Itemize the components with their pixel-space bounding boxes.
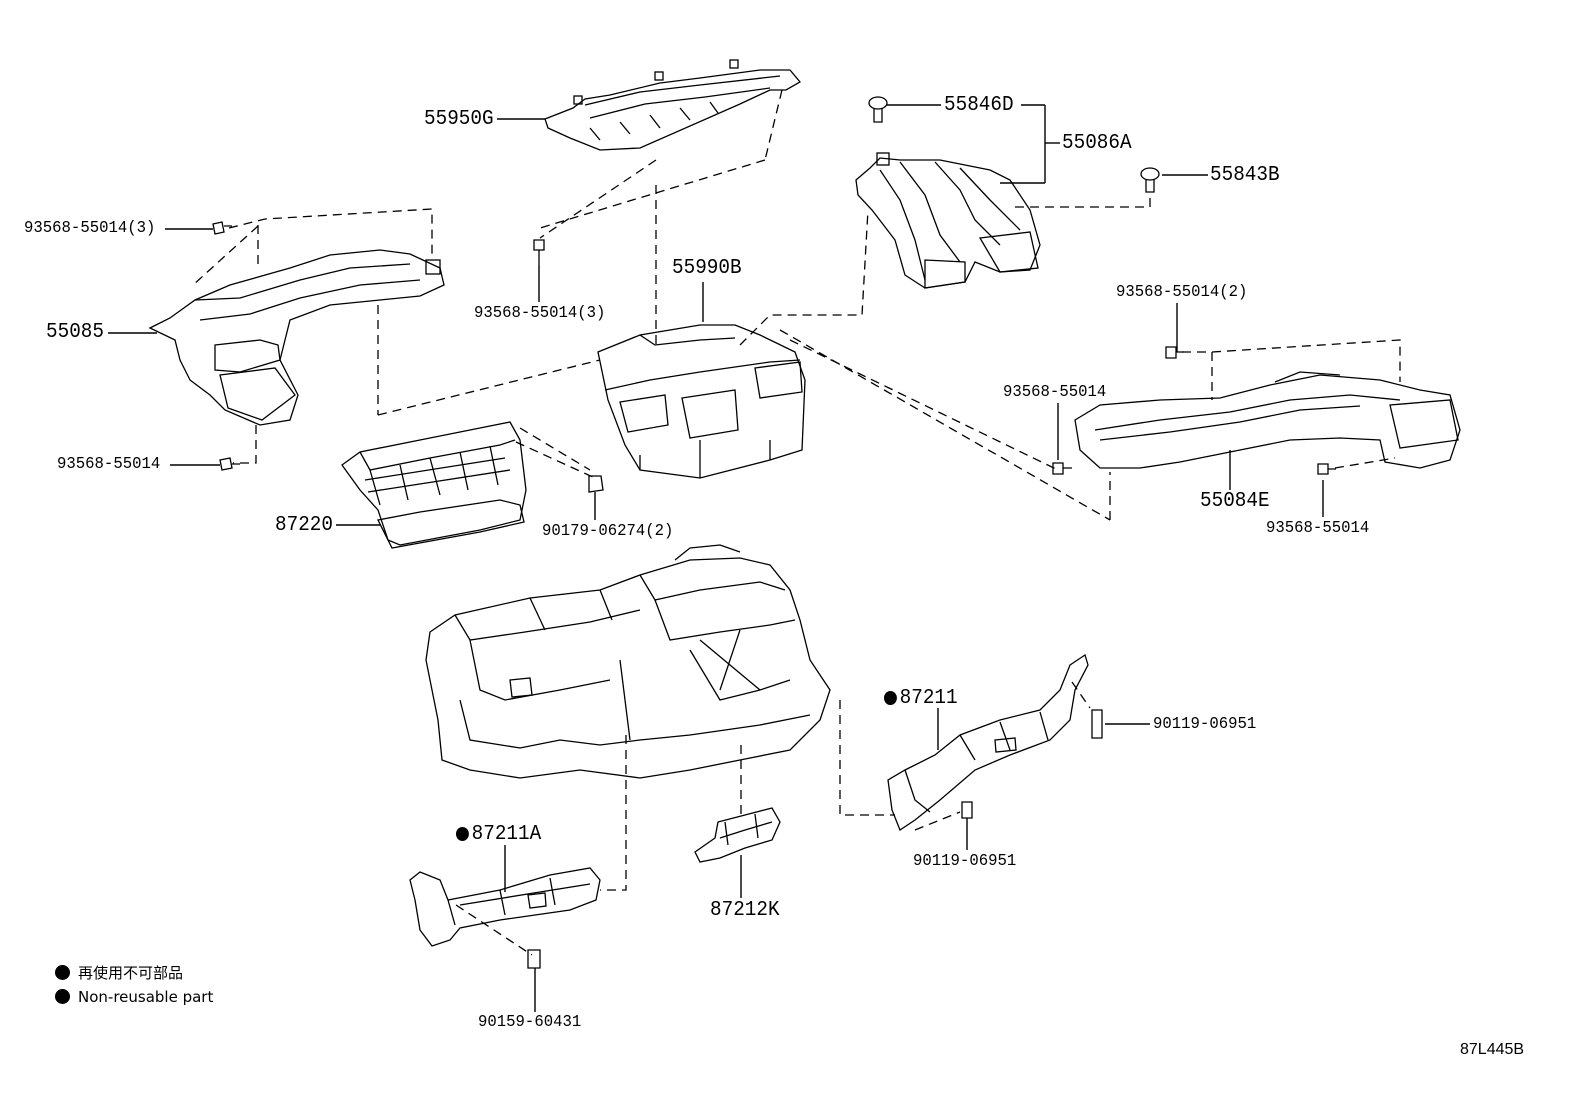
callout-93568-top-left: 93568-55014(3)	[24, 219, 156, 238]
clip-55843b-drawing	[1140, 167, 1160, 193]
legend-english-text: Non-reusable part	[78, 988, 214, 1006]
callout-87220: 87220	[275, 514, 333, 537]
part-55084e-drawing	[1074, 371, 1461, 469]
callout-93568-left-bottom: 93568-55014	[57, 455, 161, 474]
part-55085-drawing	[148, 249, 445, 426]
callout-93568-right-mid: 93568-55014	[1003, 383, 1107, 402]
part-55990b-drawing	[597, 324, 806, 479]
callout-87211: 87211	[884, 688, 958, 709]
legend-japanese-text: 再使用不可部品	[78, 964, 184, 982]
leader-lines	[108, 104, 1324, 1012]
callout-90119-mid: 90119-06951	[913, 852, 1017, 871]
callout-55085: 55085	[46, 321, 104, 344]
callout-87212k: 87212K	[710, 899, 780, 922]
callout-55086a: 55086A	[1062, 132, 1132, 155]
callout-87211a: 87211A	[456, 824, 541, 845]
callout-55084e: 55084E	[1200, 490, 1270, 513]
part-87212k-drawing	[694, 807, 781, 863]
callout-93568-right-2: 93568-55014(2)	[1116, 283, 1248, 302]
callout-90159: 90159-60431	[478, 1013, 582, 1032]
callout-90119-right: 90119-06951	[1153, 715, 1257, 734]
callout-55990b: 55990B	[672, 257, 742, 280]
part-55086a-drawing	[855, 152, 1041, 289]
diagram-reference-code: 87L445B	[1460, 1041, 1525, 1058]
hvac-unit-drawing	[425, 544, 831, 779]
part-87211a-drawing	[409, 867, 601, 947]
non-reusable-dot-icon	[884, 691, 897, 705]
part-87220-drawing	[341, 421, 527, 549]
bolt-drawings	[212, 221, 1336, 969]
callout-87211-text: 87211	[899, 687, 958, 710]
non-reusable-dot-icon	[55, 989, 70, 1004]
clip-55846d-drawing	[868, 96, 888, 123]
callout-93568-mid: 93568-55014(3)	[474, 304, 606, 323]
callout-55950g: 55950G	[424, 108, 494, 131]
callout-90179: 90179-06274(2)	[542, 522, 674, 541]
part-55950g-drawing	[544, 59, 801, 151]
callout-55843b: 55843B	[1210, 164, 1280, 187]
non-reusable-dot-icon	[55, 965, 70, 980]
legend-japanese: 再使用不可部品	[55, 962, 183, 983]
callout-55846d: 55846D	[944, 94, 1014, 117]
callout-87211a-text: 87211A	[471, 823, 542, 846]
dashed-guides	[191, 89, 1401, 956]
legend-english: Non-reusable part	[55, 988, 213, 1006]
callout-93568-right-bottom: 93568-55014	[1266, 519, 1370, 538]
part-87211-drawing	[887, 653, 1089, 831]
non-reusable-dot-icon	[456, 827, 469, 841]
